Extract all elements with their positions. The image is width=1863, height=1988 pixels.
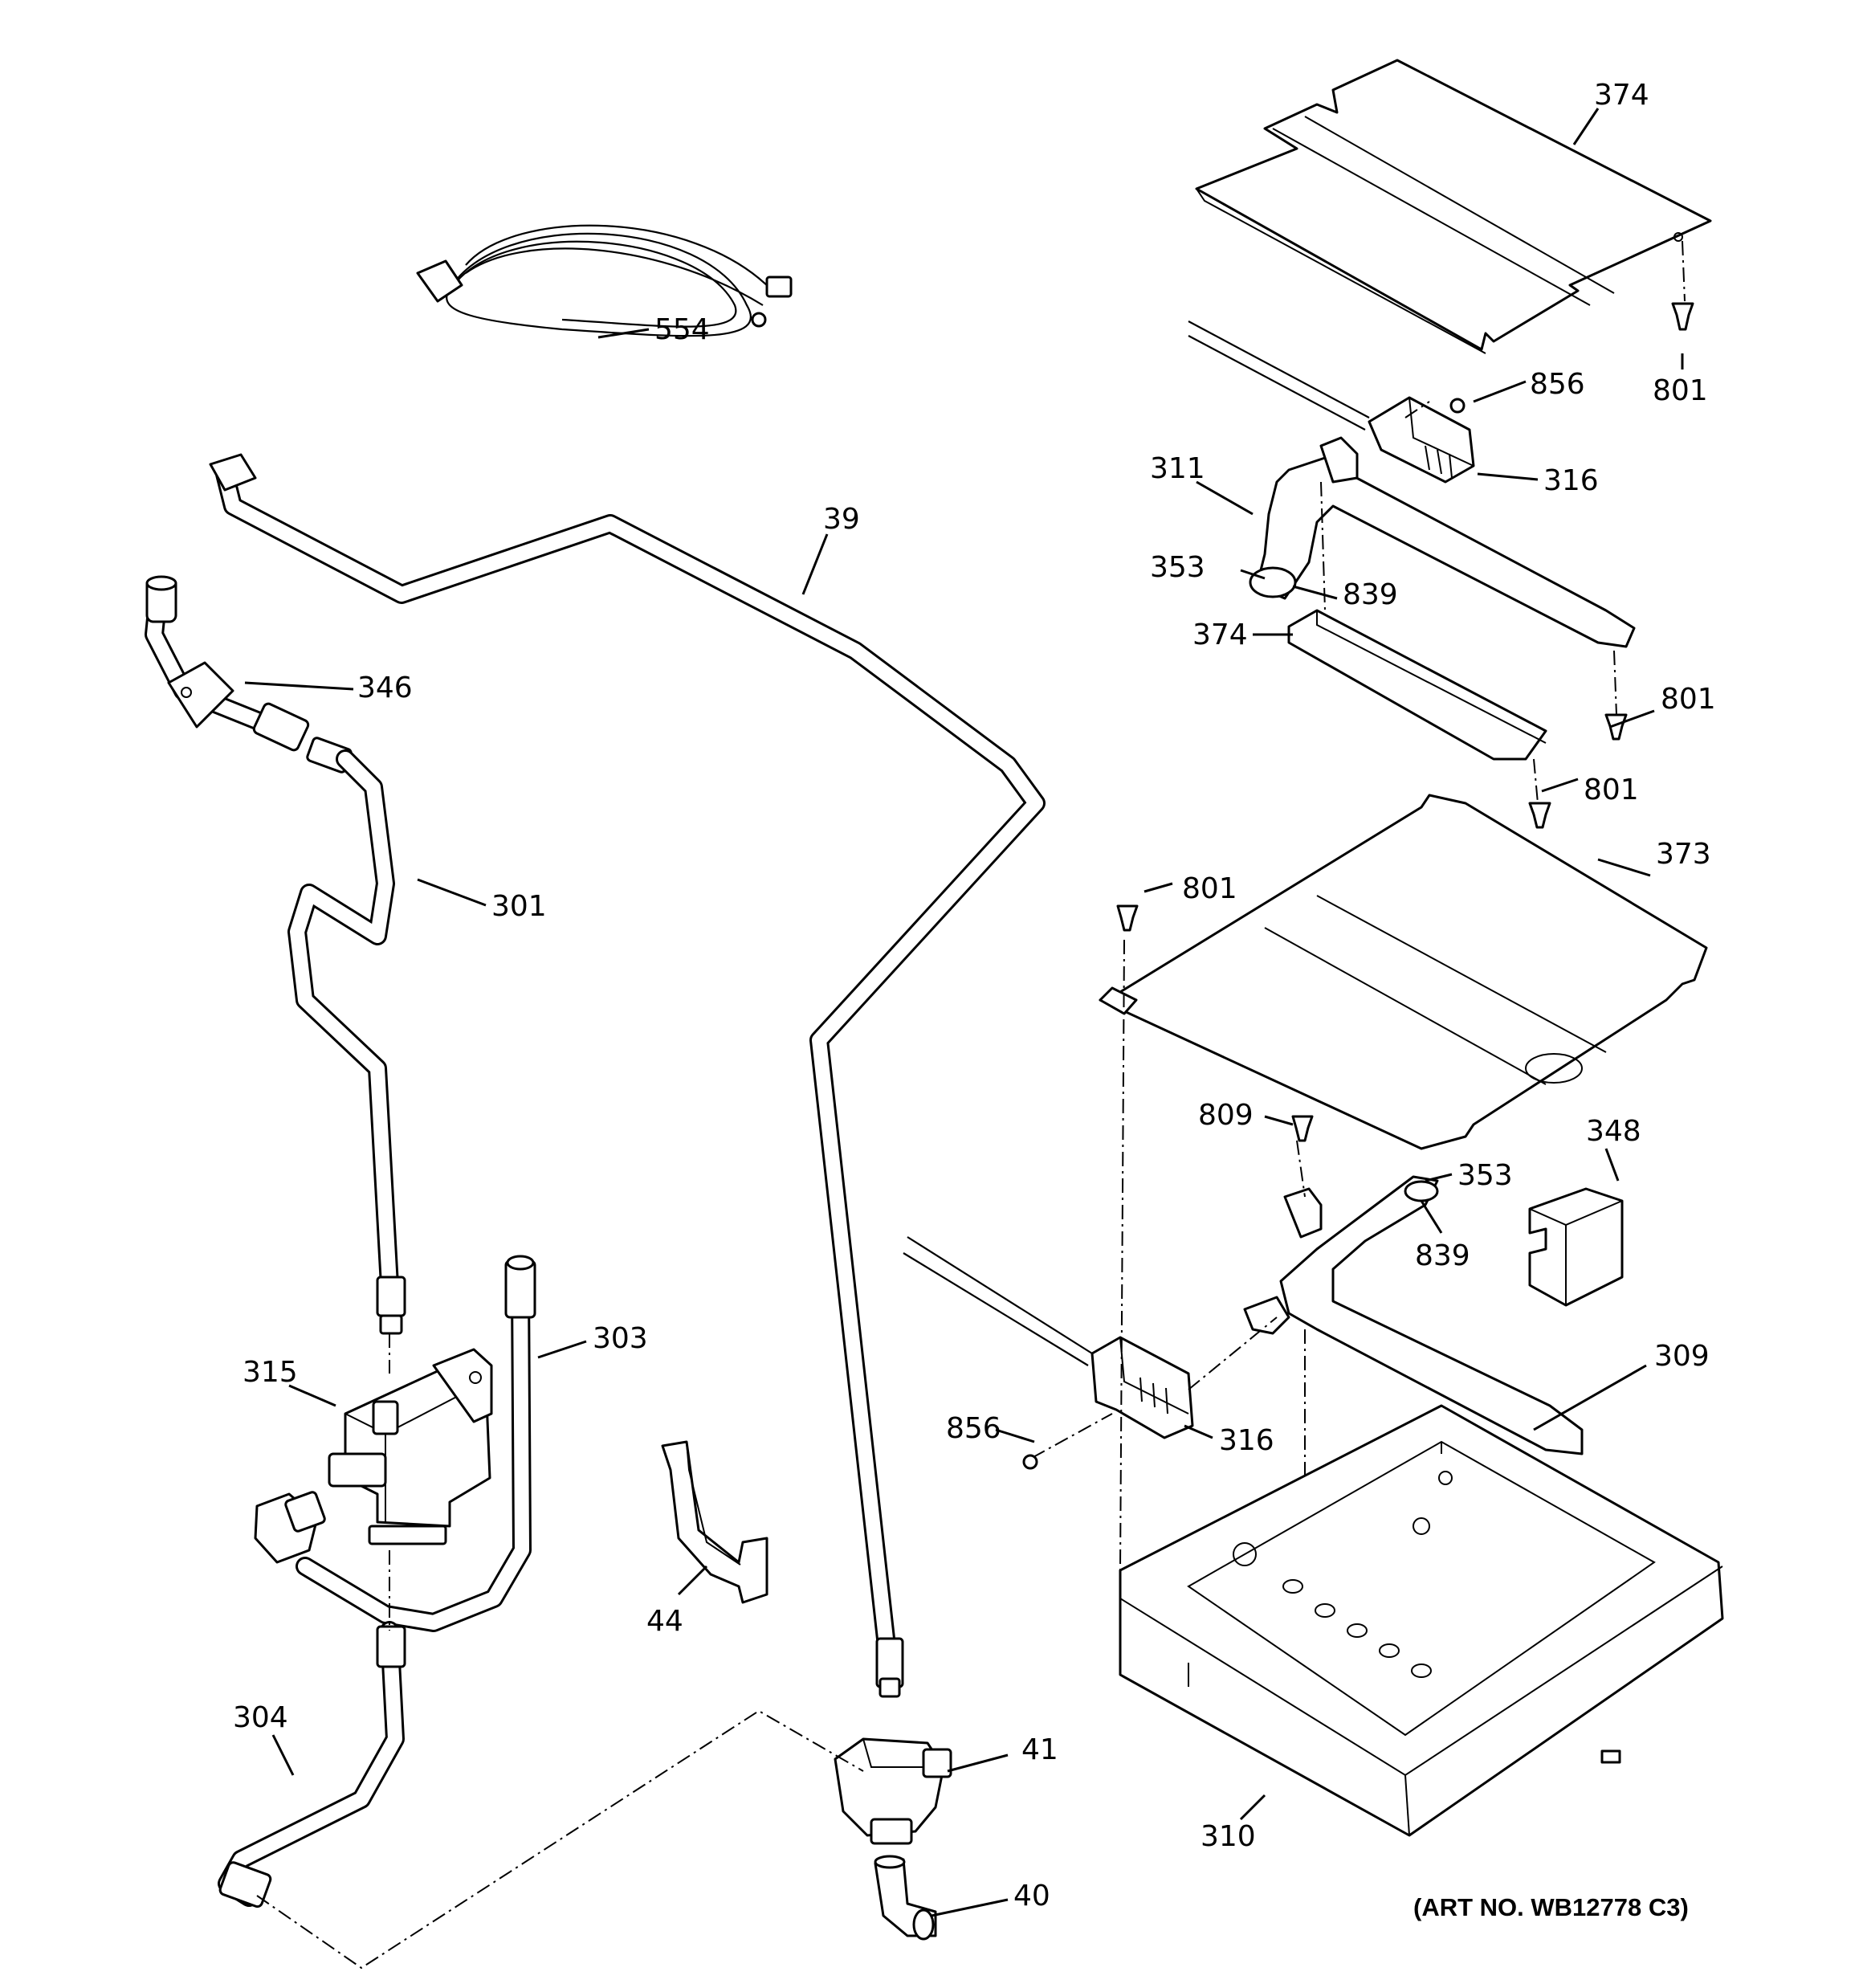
callout-373: 373 <box>1656 838 1711 871</box>
callout-856-top: 856 <box>1530 368 1585 401</box>
valve-315 <box>254 1348 493 1564</box>
heat-shield-374-top <box>1195 59 1712 354</box>
wire-harness-554 <box>416 224 793 337</box>
callout-labels: 374 554 856 801 311 316 39 353 839 374 3… <box>233 79 1716 1912</box>
dashed-line-801-shield <box>1533 758 1539 804</box>
callout-316-top: 316 <box>1543 464 1599 497</box>
callout-353-top: 353 <box>1150 551 1205 584</box>
elbow-40 <box>874 1855 937 1941</box>
callout-310: 310 <box>1201 1820 1256 1853</box>
callout-374-mid: 374 <box>1192 618 1248 651</box>
burner-309 <box>903 1175 1584 1455</box>
dashed-line-316a <box>1320 481 1326 611</box>
burner-311 <box>1188 320 1636 648</box>
dashed-line-801-top <box>1682 240 1686 302</box>
burner-box-310 <box>1119 1404 1724 1837</box>
elbow-fitting-346 <box>145 575 353 774</box>
cover-348 <box>1528 1187 1624 1307</box>
callout-801-top: 801 <box>1653 374 1708 407</box>
callout-856-lower: 856 <box>946 1412 1001 1445</box>
callout-346: 346 <box>357 672 413 704</box>
heat-shield-373 <box>1099 794 1708 1150</box>
callout-801-shield: 801 <box>1584 774 1639 806</box>
heat-shield-374-mid <box>1287 609 1547 761</box>
callout-41: 41 <box>1021 1733 1058 1766</box>
callout-839-top: 839 <box>1343 578 1398 611</box>
dashed-line-856a <box>1404 401 1430 418</box>
callout-311: 311 <box>1150 452 1205 485</box>
callout-39: 39 <box>823 503 860 536</box>
callout-809: 809 <box>1198 1099 1254 1132</box>
callout-40: 40 <box>1013 1880 1050 1912</box>
callout-801-left: 801 <box>1182 872 1237 905</box>
regulator-41 <box>834 1737 952 1845</box>
bracket-44 <box>661 1440 768 1604</box>
callout-353-lower: 353 <box>1457 1159 1513 1192</box>
callout-839-lower: 839 <box>1415 1239 1470 1272</box>
dashed-line-809 <box>1296 1140 1306 1198</box>
dashed-connection-304-41 <box>256 1709 864 1970</box>
callout-315: 315 <box>243 1356 298 1389</box>
callout-374-top: 374 <box>1594 79 1649 112</box>
dashed-line-801-mid <box>1613 650 1617 716</box>
art-number: (ART NO. WB12778 C3) <box>1413 1893 1689 1921</box>
callout-301: 301 <box>491 890 547 923</box>
leader-lines <box>244 108 1684 1917</box>
dashed-line-856b <box>1031 1413 1113 1459</box>
callout-801-mid: 801 <box>1661 683 1716 716</box>
callout-554: 554 <box>654 313 710 346</box>
dashed-line-burner-309 <box>1188 1316 1278 1390</box>
callout-303: 303 <box>593 1322 648 1355</box>
tube-304 <box>218 1621 406 1908</box>
callout-316-lower: 316 <box>1219 1424 1274 1457</box>
callout-348: 348 <box>1586 1115 1641 1148</box>
callout-304: 304 <box>233 1701 288 1734</box>
screw-icons <box>1022 302 1694 1470</box>
gas-tube-39 <box>209 453 1046 1698</box>
tube-301 <box>287 749 406 1335</box>
callout-309: 309 <box>1654 1340 1710 1373</box>
callout-44: 44 <box>646 1605 683 1638</box>
tube-303 <box>296 1255 536 1632</box>
dashed-line-801-left <box>1119 939 1125 1571</box>
